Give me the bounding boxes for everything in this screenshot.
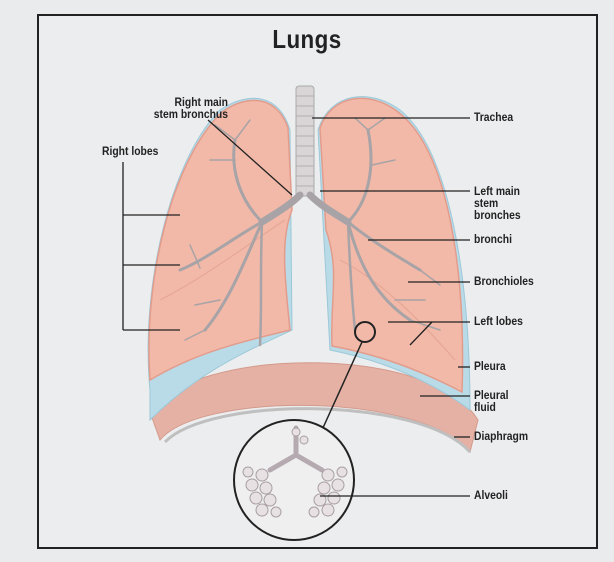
left-lung (320, 98, 463, 392)
label-pleural-fluid: Pleural fluid (474, 390, 509, 414)
label-right-main-stem-bronchus: Right main stem bronchus (124, 97, 228, 121)
label-bronchioles: Bronchioles (474, 276, 534, 288)
label-left-lobes: Left lobes (474, 316, 523, 328)
label-bronchi: bronchi (474, 234, 512, 246)
label-pleura: Pleura (474, 361, 506, 373)
label-alveoli: Alveoli (474, 490, 508, 502)
label-trachea: Trachea (474, 112, 513, 124)
label-left-main-stem-bronches: Left main stem bronches (474, 186, 521, 222)
label-diaphragm: Diaphragm (474, 431, 528, 443)
label-right-lobes: Right lobes (102, 146, 158, 158)
diagram-title: Lungs (43, 24, 571, 55)
trachea-shape (296, 86, 314, 196)
